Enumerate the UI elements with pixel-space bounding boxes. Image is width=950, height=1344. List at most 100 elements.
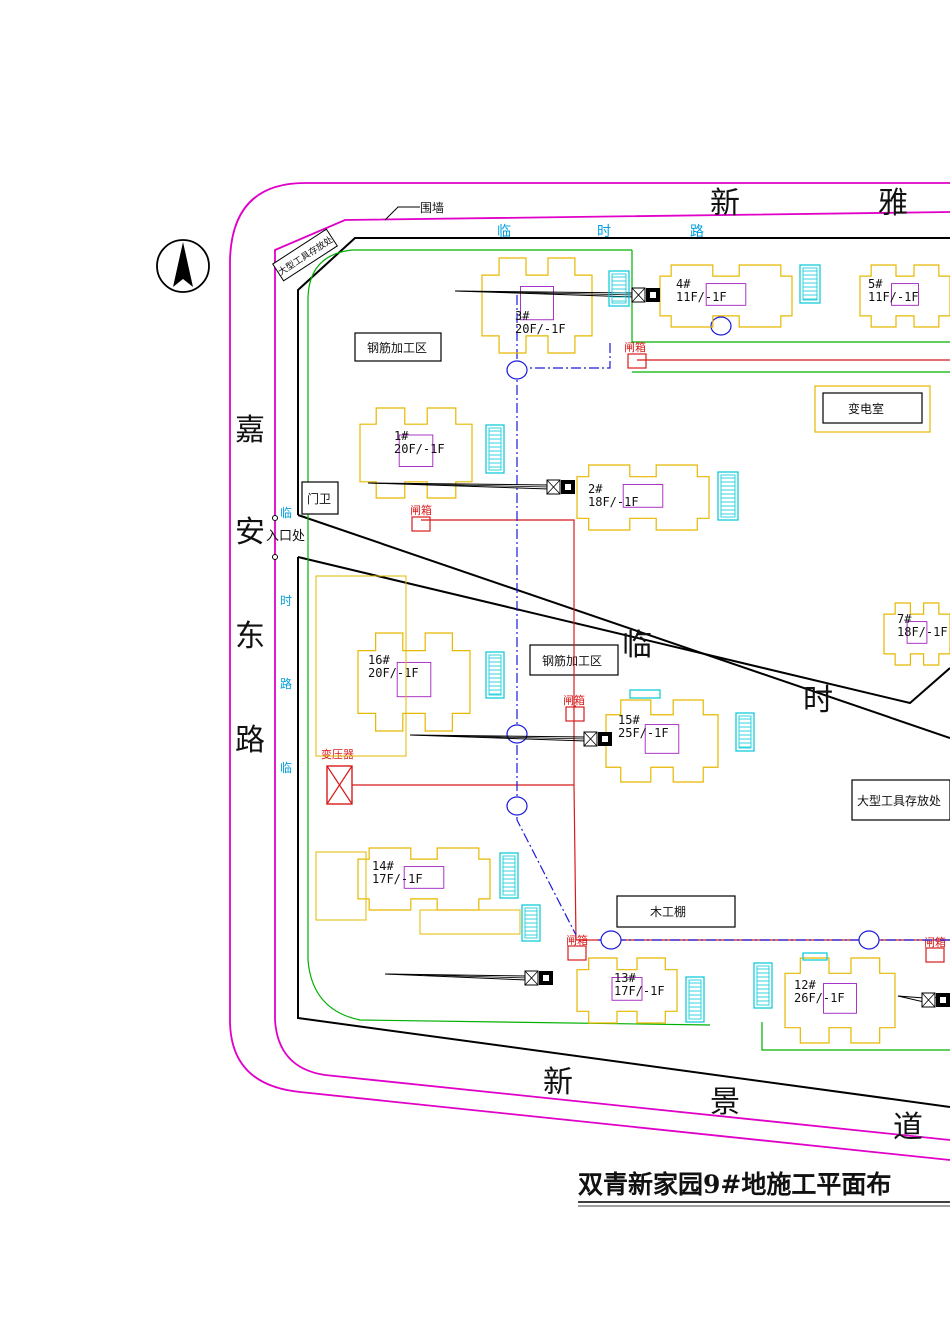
construction-hoist (717, 471, 739, 521)
building-number: 3# (515, 309, 530, 323)
building: 2#18F/-1F (576, 464, 710, 531)
tower-cranes (367, 287, 950, 1008)
entrance: 入口处 (266, 515, 305, 560)
building-floors: 20F/-1F (394, 442, 445, 456)
building-number: 5# (868, 277, 883, 291)
svg-text:闸箱: 闸箱 (563, 693, 585, 707)
building-floors: 26F/-1F (794, 991, 845, 1005)
svg-text:双青新家园9#地施工平面布: 双青新家园9#地施工平面布 (578, 1170, 891, 1199)
svg-text:变压器: 变压器 (321, 747, 354, 761)
building-floors: 11F/-1F (868, 290, 919, 304)
svg-text:临: 临 (497, 224, 511, 240)
svg-text:钢筋加工区: 钢筋加工区 (542, 653, 602, 668)
building-number: 12# (794, 978, 816, 992)
construction-hoist (521, 904, 541, 942)
tower-crane (409, 731, 612, 747)
building-floors: 17F/-1F (372, 872, 423, 886)
svg-text:新: 新 (543, 1065, 573, 1100)
svg-text:时: 时 (803, 683, 833, 718)
building: 3#20F/-1F (481, 257, 593, 354)
construction-hoists (485, 264, 828, 1023)
svg-text:钢筋加工区: 钢筋加工区 (367, 340, 427, 355)
building-number: 15# (618, 713, 640, 727)
svg-text:临: 临 (622, 628, 652, 663)
building-floors: 25F/-1F (618, 726, 669, 740)
switch-box: 闸箱 (563, 693, 585, 722)
steel-processing-area-north: 钢筋加工区 (354, 332, 442, 362)
building-number: 13# (614, 971, 636, 985)
building-floors: 17F/-1F (614, 984, 665, 998)
construction-hoist (499, 852, 519, 899)
svg-text:临: 临 (280, 761, 292, 775)
svg-text:道: 道 (893, 1110, 923, 1145)
svg-text:路: 路 (235, 723, 265, 758)
site-fence (297, 237, 950, 1108)
svg-text:雅: 雅 (878, 186, 908, 221)
building: 12#26F/-1F (784, 957, 896, 1044)
building-floors: 20F/-1F (368, 666, 419, 680)
tower-crane (384, 970, 553, 986)
svg-text:闸箱: 闸箱 (566, 933, 588, 947)
construction-hoist (753, 962, 773, 1009)
yard-outline (419, 909, 521, 935)
north-arrow-icon (156, 239, 210, 293)
transformer: 变压器 (321, 747, 354, 805)
svg-text:闸箱: 闸箱 (624, 340, 646, 354)
svg-text:路: 路 (280, 676, 292, 691)
road-temporary-diagonal: 临 时 (622, 628, 833, 718)
svg-text:路: 路 (690, 224, 704, 240)
road-temporary-top: 临 时 路 (497, 224, 704, 240)
buildings: 3#20F/-1F4#11F/-1F5#11F/-1F1#20F/-1F2#18… (315, 257, 950, 1044)
tower-crane (897, 992, 950, 1008)
switch-box: 闸箱 (410, 503, 432, 532)
building: 5#11F/-1F (859, 264, 950, 328)
svg-text:东: 东 (235, 619, 265, 654)
building-floors: 18F/-1F (897, 625, 948, 639)
building: 16#20F/-1F (357, 632, 471, 732)
building: 4#11F/-1F (659, 264, 793, 328)
building-floors: 18F/-1F (588, 495, 639, 509)
building: 1#20F/-1F (359, 407, 473, 499)
svg-text:新: 新 (710, 186, 740, 221)
pipe-valves (506, 316, 880, 950)
large-tool-storage: 大型工具存放处 (851, 779, 950, 821)
construction-hoist (608, 270, 630, 307)
road-south: 新 景 道 (543, 1065, 923, 1145)
svg-text:闸箱: 闸箱 (410, 503, 432, 517)
svg-text:时: 时 (280, 594, 292, 608)
construction-hoist (799, 264, 821, 304)
green-zone (307, 249, 950, 1051)
construction-hoist (735, 712, 755, 752)
drawing-title: 双青新家园9#地施工平面布 (578, 1170, 950, 1207)
svg-text:变电室: 变电室 (848, 401, 884, 416)
construction-hoist (485, 424, 505, 474)
construction-hoist (485, 651, 505, 699)
water-pipe (516, 295, 950, 941)
road-temporary-left: 临 时 路 临 (280, 506, 292, 775)
svg-text:闸箱: 闸箱 (924, 935, 946, 949)
road-north: 新 雅 (710, 186, 908, 221)
building-number: 16# (368, 653, 390, 667)
svg-text:门卫: 门卫 (307, 491, 331, 506)
wall-label: 围墙 (384, 201, 444, 221)
building: 7#18F/-1F (883, 602, 950, 666)
switch-box: 闸箱 (566, 933, 588, 961)
building-number: 14# (372, 859, 394, 873)
building: 13#17F/-1F (576, 957, 678, 1024)
carpentry-shed: 木工棚 (616, 895, 736, 928)
building: 14#17F/-1F (357, 847, 491, 911)
building-floors: 20F/-1F (515, 322, 566, 336)
site-boundary (229, 182, 950, 1161)
building-number: 1# (394, 429, 409, 443)
svg-text:围墙: 围墙 (420, 201, 444, 215)
building: 15#25F/-1F (605, 699, 719, 783)
svg-text:木工棚: 木工棚 (650, 904, 686, 919)
road-west: 嘉 安 东 路 (235, 413, 265, 758)
building-number: 2# (588, 482, 603, 496)
substation: 变电室 (814, 385, 931, 433)
construction-hoist (802, 952, 828, 961)
building-number: 7# (897, 612, 912, 626)
tower-crane (454, 287, 660, 303)
svg-text:大型工具存放处: 大型工具存放处 (857, 793, 941, 808)
